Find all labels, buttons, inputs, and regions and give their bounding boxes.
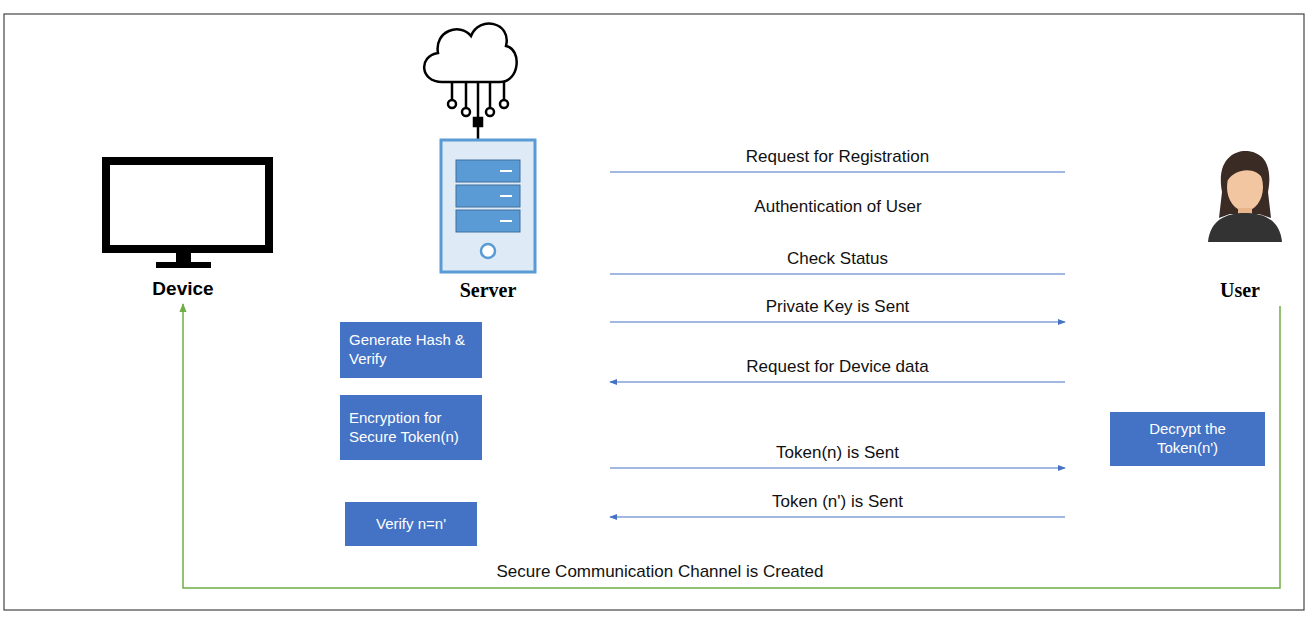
message-label: Check Status [784, 249, 891, 269]
message-label: Token (n') is Sent [769, 492, 906, 512]
node-title: Device [152, 278, 213, 300]
step-note: Authentication of User [751, 197, 924, 217]
process-box: Generate Hash & Verify [340, 322, 482, 378]
process-box: Encryption for Secure Token(n) [340, 395, 482, 460]
box-text: Encryption for Secure Token(n) [349, 409, 473, 447]
message-arrow [610, 171, 1065, 172]
process-box: Decrypt the Token(n') [1110, 412, 1265, 466]
device-node: Device [95, 150, 271, 304]
message-label: Request for Device data [743, 357, 931, 377]
message-arrow [610, 516, 1065, 517]
box-text: Generate Hash & Verify [349, 331, 473, 369]
box-text: Verify n=n' [354, 515, 468, 534]
user-avatar [1208, 151, 1282, 242]
frame-border [4, 14, 1304, 610]
channel-arrow [183, 304, 1280, 588]
node-title: Server [460, 279, 517, 302]
message-arrow [610, 321, 1065, 322]
message-label: Secure Communication Channel is Created [494, 562, 827, 582]
process-box: Verify n=n' [345, 502, 477, 546]
server-node: Server [390, 15, 610, 306]
message-arrow [610, 273, 1065, 274]
node-title: User [1220, 279, 1260, 302]
monitor-icon [106, 161, 269, 268]
message-arrow [610, 381, 1065, 382]
message-arrow [610, 467, 1065, 468]
box-text: Decrypt the Token(n') [1119, 420, 1256, 458]
message-label: Private Key is Sent [763, 297, 913, 317]
message-label: Request for Registration [743, 147, 932, 167]
cloud-icon [424, 24, 516, 140]
server-icon [441, 140, 535, 272]
message-label: Token(n) is Sent [773, 443, 902, 463]
user-node: User [1065, 145, 1305, 306]
